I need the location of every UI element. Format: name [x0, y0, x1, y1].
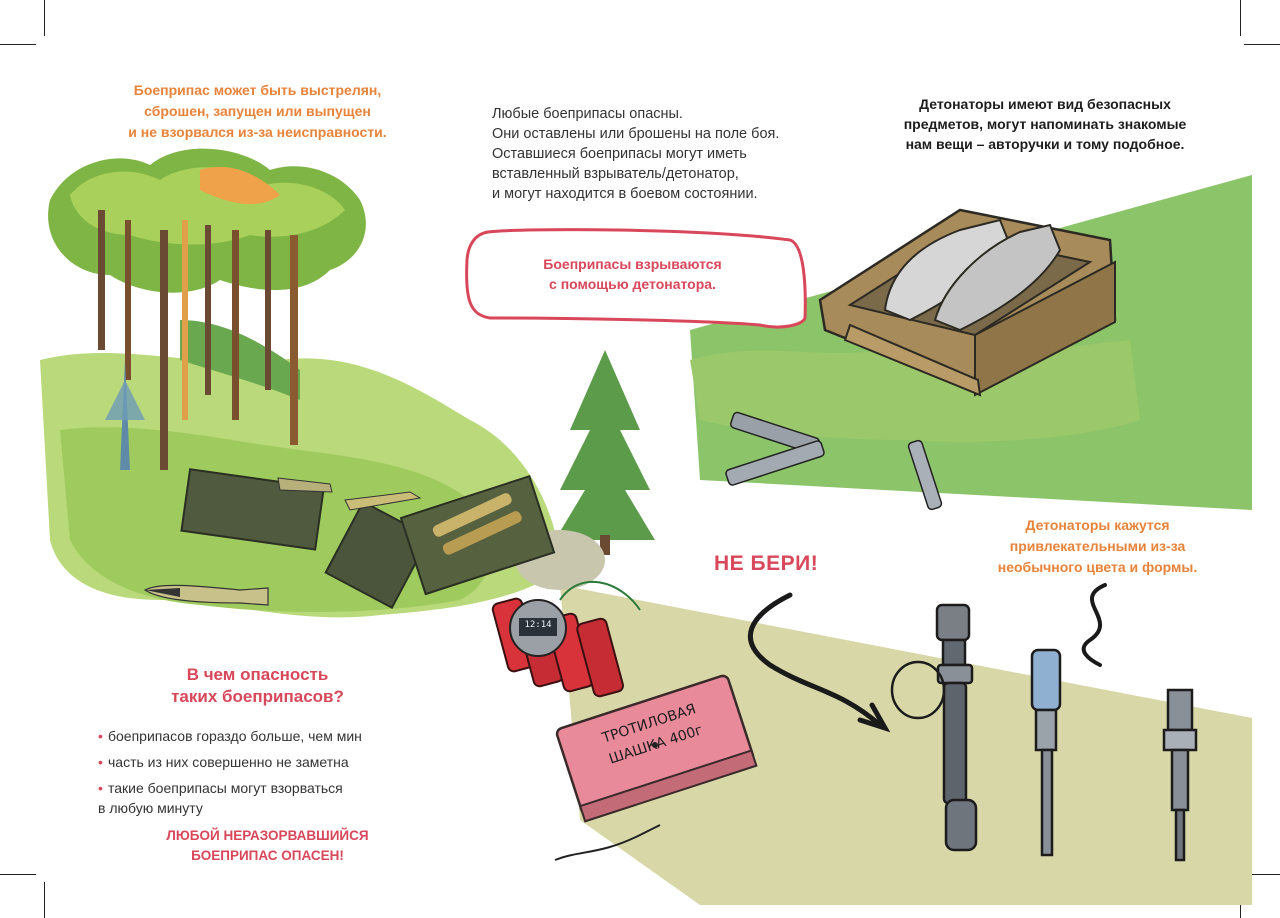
right-top-note: Детонаторы имеют вид безопасных предмето…	[903, 96, 1187, 152]
list-item-continuation: в любую минуту	[98, 800, 203, 816]
crop-mark	[0, 874, 36, 875]
speech-bubble-outline	[465, 228, 807, 329]
fuse-wire	[554, 824, 661, 861]
crop-mark	[0, 44, 36, 45]
timer-display: 12:14	[524, 620, 552, 630]
danger-list: боеприпасов гораздо больше, чем мин част…	[98, 727, 428, 797]
intro-paragraph: Любые боеприпасы опасны. Они оставлены и…	[492, 106, 780, 202]
shell-crate	[690, 208, 1140, 442]
arrow-squiggle	[1081, 583, 1107, 667]
dont-take-heading: НЕ БЕРИ!	[714, 552, 819, 575]
large-detonators	[890, 603, 1198, 862]
khaki-ground	[560, 585, 1252, 905]
list-item: часть из них совершенно не заметна	[98, 753, 428, 771]
crop-mark	[1240, 0, 1241, 36]
dynamite-bundle	[491, 581, 641, 698]
tnt-block	[555, 674, 758, 823]
crop-mark	[44, 0, 45, 36]
detonator-note: Детонаторы кажутся привлекательными из-з…	[997, 517, 1198, 575]
list-item: такие боеприпасы могут взорваться	[98, 779, 428, 797]
bubble-text: Боеприпасы взрываются с помощью детонато…	[543, 256, 722, 292]
detonators-on-grass	[725, 411, 943, 511]
list-item: боеприпасов гораздо больше, чем мин	[98, 727, 428, 745]
question-title: В чем опасность таких боеприпасов?	[171, 665, 344, 706]
crop-mark	[44, 882, 45, 918]
left-top-note: Боеприпас может быть выстрелян, сброшен,…	[128, 82, 387, 140]
arrow-squiggle	[747, 592, 883, 728]
crop-mark	[1244, 874, 1280, 875]
forest-scene	[40, 148, 655, 618]
warning-text: ЛЮБОЙ НЕРАЗОРВАВШИЙСЯ БОЕПРИПАС ОПАСЕН!	[166, 828, 369, 863]
crop-mark	[1244, 44, 1280, 45]
